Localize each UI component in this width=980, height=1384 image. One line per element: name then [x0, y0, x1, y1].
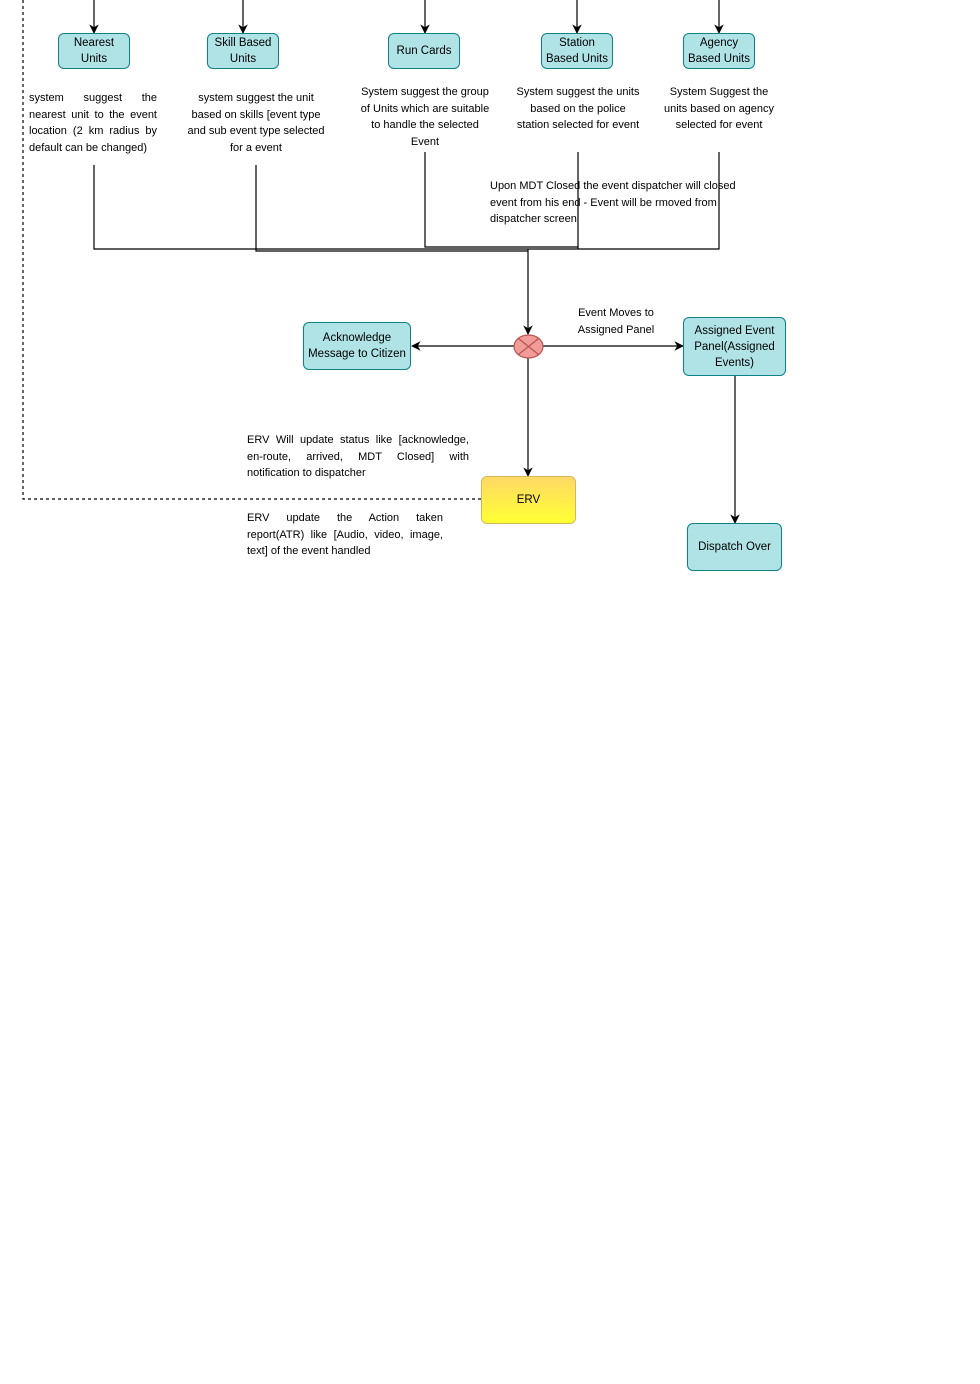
- connector-nearest: [93, 165, 528, 250]
- connector-skill: [255, 165, 528, 252]
- erv-node[interactable]: ERV: [481, 476, 576, 524]
- agency-based-units-node[interactable]: Agency Based Units: [683, 33, 755, 69]
- skill-based-units-description: system suggest the unit based on skills …: [187, 92, 325, 154]
- connector-agency: [528, 152, 720, 250]
- acknowledge-message-label: Acknowledge Message to Citizen: [308, 332, 406, 360]
- station-based-units-description: System suggest the units based on the po…: [516, 86, 640, 131]
- agency-based-units-description: System Suggest the units based on agency…: [663, 86, 775, 131]
- connector-runcards: [424, 152, 578, 248]
- skill-based-units-label: Skill Based Units: [214, 37, 272, 65]
- run-cards-description: System suggest the group of Units which …: [360, 86, 490, 148]
- erv-atr-note: ERV update the Action taken report(ATR) …: [247, 512, 443, 557]
- nearest-units-node[interactable]: Nearest Units: [58, 33, 130, 69]
- dashed-feedback-line: [22, 0, 481, 500]
- junction-symbol: [513, 334, 544, 359]
- erv-label: ERV: [516, 494, 541, 506]
- dispatch-over-node[interactable]: Dispatch Over: [687, 523, 782, 571]
- run-cards-label: Run Cards: [396, 45, 452, 57]
- station-based-units-node[interactable]: Station Based Units: [541, 33, 613, 69]
- assigned-event-panel-label: Assigned Event Panel(Assigned Events): [694, 324, 775, 369]
- nearest-units-description: system suggest the nearest unit to the e…: [29, 92, 157, 154]
- nearest-units-label: Nearest Units: [73, 37, 115, 65]
- assigned-event-panel-node[interactable]: Assigned Event Panel(Assigned Events): [683, 317, 786, 376]
- acknowledge-message-node[interactable]: Acknowledge Message to Citizen: [303, 322, 411, 370]
- erv-status-note: ERV Will update status like [acknowledge…: [247, 434, 469, 479]
- skill-based-units-node[interactable]: Skill Based Units: [207, 33, 279, 69]
- dispatch-over-label: Dispatch Over: [698, 541, 771, 553]
- run-cards-node[interactable]: Run Cards: [388, 33, 460, 69]
- station-based-units-label: Station Based Units: [545, 37, 608, 65]
- mdt-closed-note: Upon MDT Closed the event dispatcher wil…: [490, 180, 736, 225]
- event-moves-note: Event Moves to Assigned Panel: [577, 307, 655, 336]
- agency-based-units-label: Agency Based Units: [687, 37, 750, 65]
